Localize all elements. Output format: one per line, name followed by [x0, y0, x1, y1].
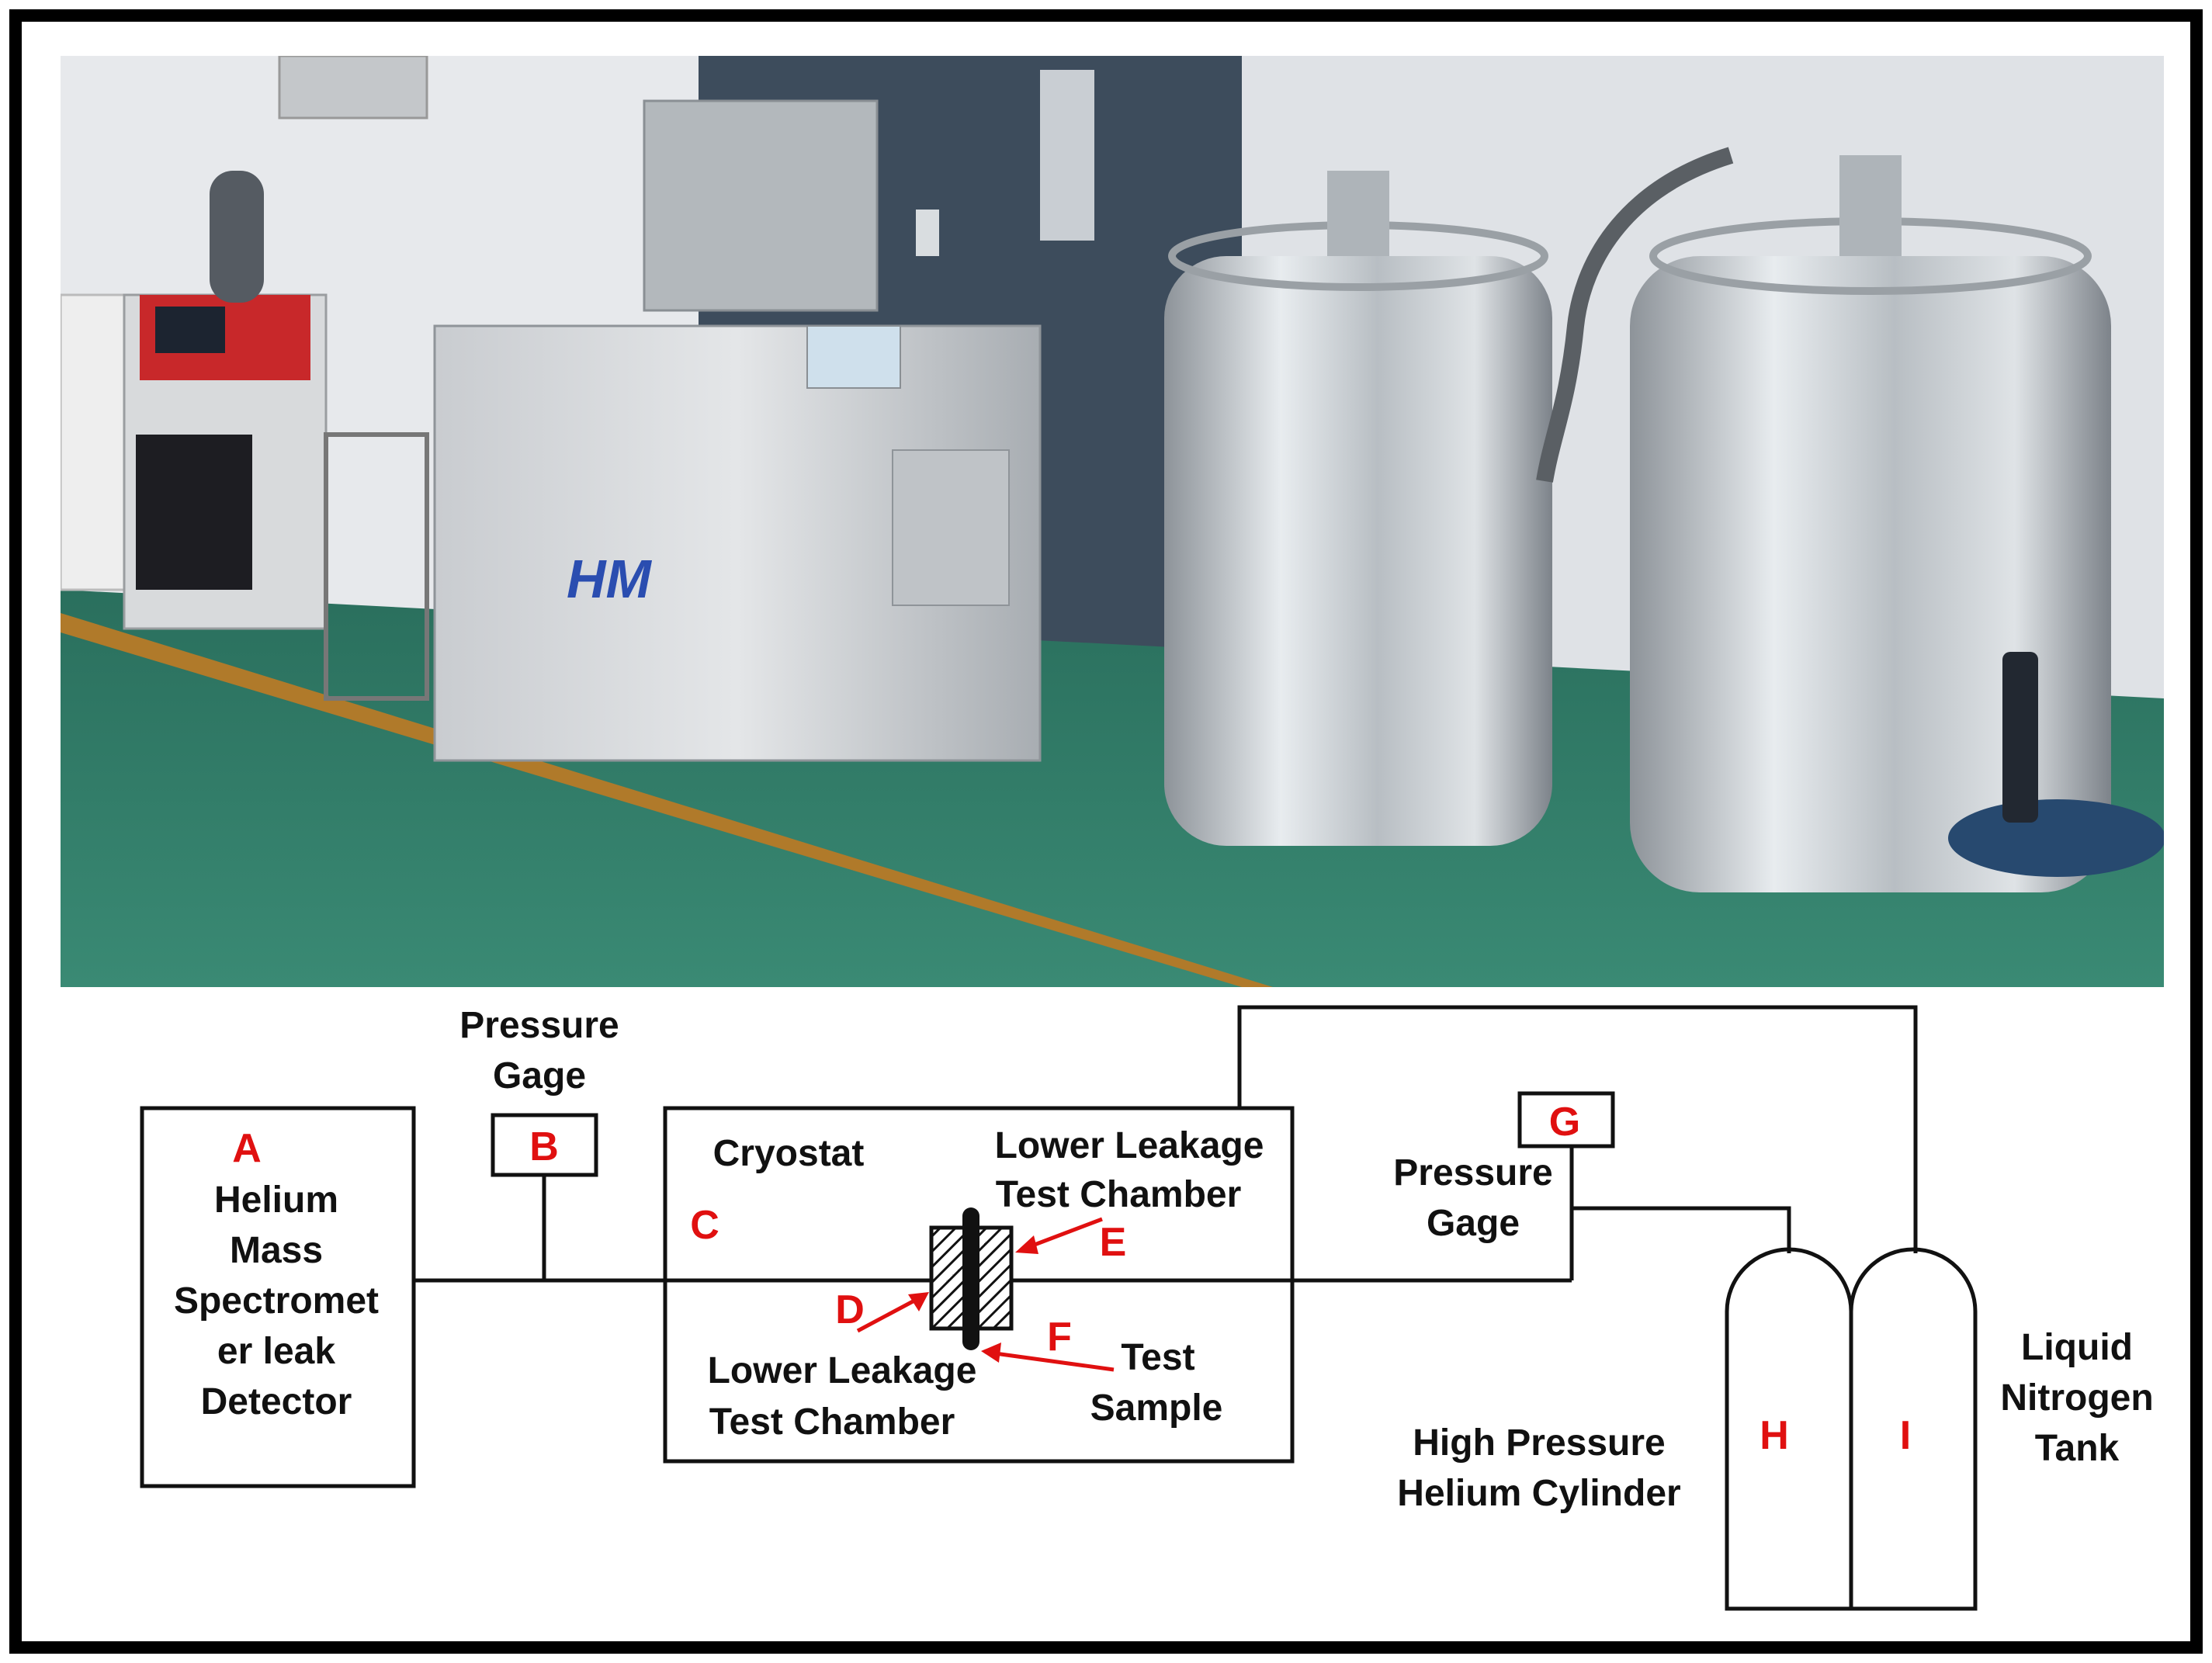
arrow-E: [1028, 1217, 1103, 1249]
label-F-line-2: Sample: [1090, 1388, 1223, 1429]
label-H-line-1: High Pressure: [1413, 1422, 1665, 1464]
photo-cryostat-vent: [892, 449, 1010, 606]
label-F-line-1: Test: [1121, 1337, 1194, 1378]
photo-stool: [1948, 799, 2164, 877]
label-A-line-2: Mass: [230, 1230, 323, 1271]
label-A-letter: A: [232, 1126, 262, 1171]
label-E-line-1: Lower Leakage: [995, 1125, 1264, 1166]
label-H-letter: H: [1760, 1413, 1789, 1458]
photo-brand-logo: HM: [567, 549, 653, 609]
label-G-line-2: Gage: [1427, 1203, 1520, 1244]
label-C-title: Cryostat: [713, 1133, 865, 1174]
label-A-line-1: Helium: [214, 1180, 338, 1221]
detector-box: [140, 1106, 416, 1488]
photo-helium-bottle: [210, 171, 264, 303]
label-I-line-2: Nitrogen: [2000, 1377, 2153, 1419]
photo-bottle: [2002, 652, 2038, 823]
photo-leak-detector-screen: [155, 307, 225, 353]
photo-floor-stripe: [61, 613, 1273, 987]
label-B-line-2: Gage: [493, 1055, 586, 1097]
photo-wall-box: [278, 56, 428, 120]
label-B-letter: B: [529, 1124, 559, 1169]
photo-dewar-2: [1630, 256, 2111, 892]
label-I-letter: I: [1900, 1413, 1911, 1458]
schematic: A Helium Mass Spectromet er leak Detecto…: [140, 1005, 2154, 1611]
photo-dewar-1-neck: [1327, 171, 1389, 256]
label-H-line-2: Helium Cylinder: [1397, 1473, 1680, 1514]
pipe-cryostat-to-I: [1237, 1005, 1918, 1253]
photo-dewar-2-neck: [1839, 155, 1902, 256]
label-A-line-3: Spectromet: [174, 1280, 379, 1322]
label-G-line-1: Pressure: [1393, 1152, 1552, 1194]
photo-stand: [324, 432, 429, 701]
label-A-line-4: er leak: [217, 1331, 335, 1372]
arrow-D: [856, 1297, 917, 1333]
label-E-line-2: Test Chamber: [996, 1174, 1242, 1215]
label-I-line-3: Tank: [2035, 1428, 2120, 1469]
arrow-E-head: [1015, 1235, 1038, 1254]
lab-photo: HM: [61, 56, 2164, 987]
cryostat-box: [663, 1106, 1295, 1464]
label-C-letter: C: [690, 1203, 719, 1248]
photo-dewar-1: [1164, 256, 1552, 846]
label-D-letter: D: [835, 1287, 865, 1332]
arrow-F-head: [981, 1343, 1001, 1363]
arrow-D-head: [908, 1292, 929, 1311]
photo-transfer-hose: [1536, 147, 1734, 483]
tank-I: [1849, 1247, 1978, 1611]
gage-G-box: [1517, 1091, 1615, 1149]
photo-cryostat-control: [806, 325, 901, 389]
label-I-line-1: Liquid: [2021, 1327, 2133, 1368]
cylinder-H: [1725, 1247, 1853, 1611]
label-D-line-1: Lower Leakage: [708, 1350, 977, 1391]
photo-cryostat-lid: [643, 99, 879, 312]
arrow-F: [994, 1351, 1115, 1372]
photo-leak-detector-window: [136, 435, 252, 590]
label-F-letter: F: [1047, 1315, 1072, 1360]
test-sample-rod: [962, 1207, 979, 1350]
label-B-line-1: Pressure: [459, 1005, 619, 1046]
photo-door-panel: [1040, 70, 1094, 241]
label-G-letter: G: [1549, 1100, 1580, 1145]
photo-door-handle: [916, 210, 939, 256]
label-D-line-2: Test Chamber: [709, 1401, 955, 1443]
label-A-line-5: Detector: [201, 1381, 352, 1422]
label-E-letter: E: [1100, 1220, 1127, 1265]
pipe-G-to-H: [1572, 1206, 1791, 1253]
